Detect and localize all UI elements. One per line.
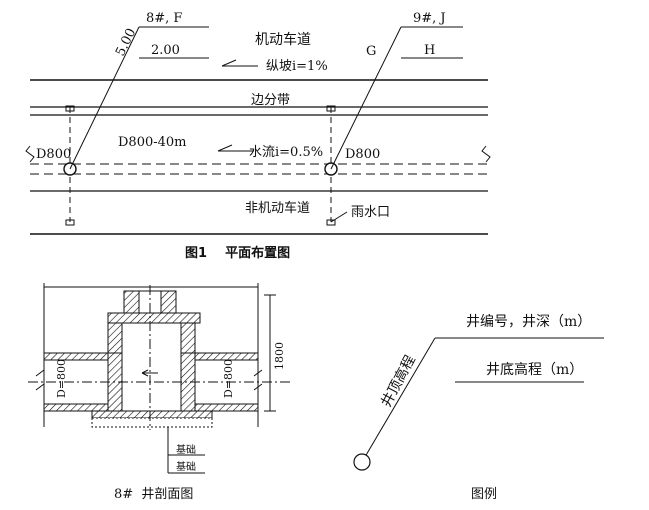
inlet-square (326, 219, 336, 226)
slope-label: 纵坡i=1% (266, 59, 328, 74)
flow-arrow (217, 144, 254, 152)
legend: 井编号，井深（m） 井顶高程 井底高程（m） 图例 (353, 314, 604, 502)
flow-label: 水流i=0.5% (249, 145, 323, 160)
h-label: H (424, 43, 435, 58)
motor-lane-label: 机动车道 (255, 31, 311, 48)
dim-1800-label: 1800 (273, 342, 286, 370)
base-label-1: 基础 (176, 443, 196, 456)
pipe-left-top-wall (43, 352, 109, 361)
pipe-left-label: D800 (36, 147, 71, 162)
d-left-label: D=800 (55, 359, 68, 398)
pipe-right-label: D800 (345, 147, 380, 162)
break-mark-right (481, 145, 491, 163)
cone-wall-right (180, 322, 196, 354)
plan-view: 8#, F 9#, J 5.00 2.00 G H 机动车道 纵坡i=1% 边分… (25, 11, 491, 261)
pipe-right-top-wall (194, 352, 259, 361)
cone-top-slab (107, 312, 201, 324)
left-bottom-elev: 2.00 (151, 43, 180, 58)
section-flow-arrow (141, 369, 158, 377)
foundation (91, 417, 213, 428)
nonmotor-lane-label: 非机动车道 (245, 200, 310, 216)
right-well-label: 9#, J (413, 11, 446, 26)
section-caption: 8# 井剖面图 (114, 487, 193, 502)
left-well-label: 8#, F (146, 11, 182, 26)
pipe-right-bottom-wall (194, 403, 259, 412)
legend-bottom-elev: 井底高程（m） (486, 361, 583, 378)
break-mark-section-right (253, 369, 263, 391)
inlet-square (65, 219, 75, 226)
leader-left (69, 26, 140, 170)
inlet-square (326, 105, 336, 112)
cone-wall-left (107, 322, 123, 354)
break-mark-left (25, 145, 35, 163)
legend-caption: 图例 (471, 487, 497, 502)
leader-right (330, 26, 402, 170)
inlet-leader (330, 211, 348, 223)
g-label: G (366, 44, 376, 59)
base-slab (91, 410, 213, 419)
section-view: D=800 D=800 1800 基础 基础 8# 井剖面图 (28, 283, 290, 502)
inlet-label: 雨水口 (351, 205, 390, 220)
legend-well-no-depth: 井编号，井深（m） (466, 314, 591, 330)
legend-leader (361, 337, 436, 463)
plan-caption: 图1 平面布置图 (185, 245, 290, 261)
left-top-elev: 5.00 (113, 26, 139, 59)
pipe-left-bottom-wall (43, 403, 109, 412)
slope-arrow (221, 59, 258, 67)
pipe-spec-label: D800-40m (118, 135, 187, 150)
break-mark-section-left (35, 369, 45, 391)
legend-manhole-icon (353, 453, 371, 471)
median-label: 边分带 (251, 93, 290, 108)
d-right-label: D=800 (222, 359, 235, 398)
base-label-2: 基础 (176, 460, 196, 473)
inlet-square (65, 105, 75, 112)
